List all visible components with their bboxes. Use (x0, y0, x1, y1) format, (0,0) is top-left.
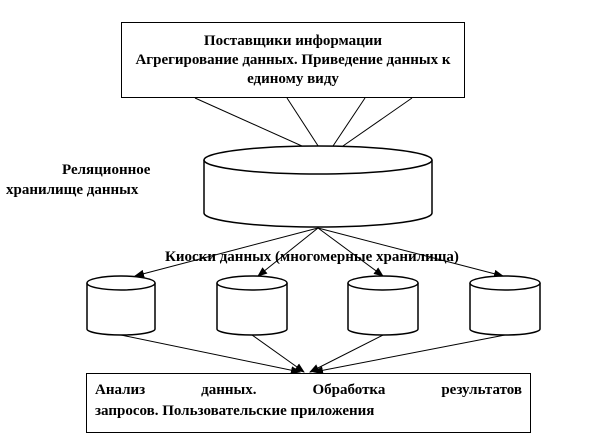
providers-line3: единому виду (247, 71, 339, 87)
kiosk-cylinder-3 (347, 275, 419, 336)
kiosk-cylinder-2 (216, 275, 288, 336)
kiosk-cylinder-4 (469, 275, 541, 336)
arrows-kiosks-to-analysis (120, 334, 506, 375)
warehouse-cylinder (203, 145, 433, 228)
kiosk-cylinder-1 (86, 275, 156, 336)
providers-title: Поставщики информации (203, 33, 383, 49)
analysis-word-2: данных. (201, 382, 257, 398)
warehouse-label-line1: Реляционное (62, 162, 151, 178)
analysis-line2: запросов. Пользовательские приложения (95, 403, 375, 419)
warehouse-label-line2: хранилище данных (6, 182, 139, 198)
analysis-line1: Анализ данных. Обработка результатов (95, 380, 522, 401)
arrows-warehouse-to-kiosks (134, 227, 504, 278)
providers-box: Поставщики информации Агрегирование данн… (121, 22, 465, 98)
analysis-word-4: результатов (441, 382, 522, 398)
warehouse-label: Реляционное хранилище данных (6, 160, 196, 200)
providers-line2: Агрегирование данных. Приведение данных … (135, 52, 451, 68)
analysis-word-3: Обработка (312, 382, 386, 398)
kiosks-label: Киоски данных (многомерные хранилища) (165, 249, 459, 265)
analysis-box: Анализ данных. Обработка результатов зап… (86, 373, 531, 433)
analysis-word-1: Анализ (95, 382, 146, 398)
